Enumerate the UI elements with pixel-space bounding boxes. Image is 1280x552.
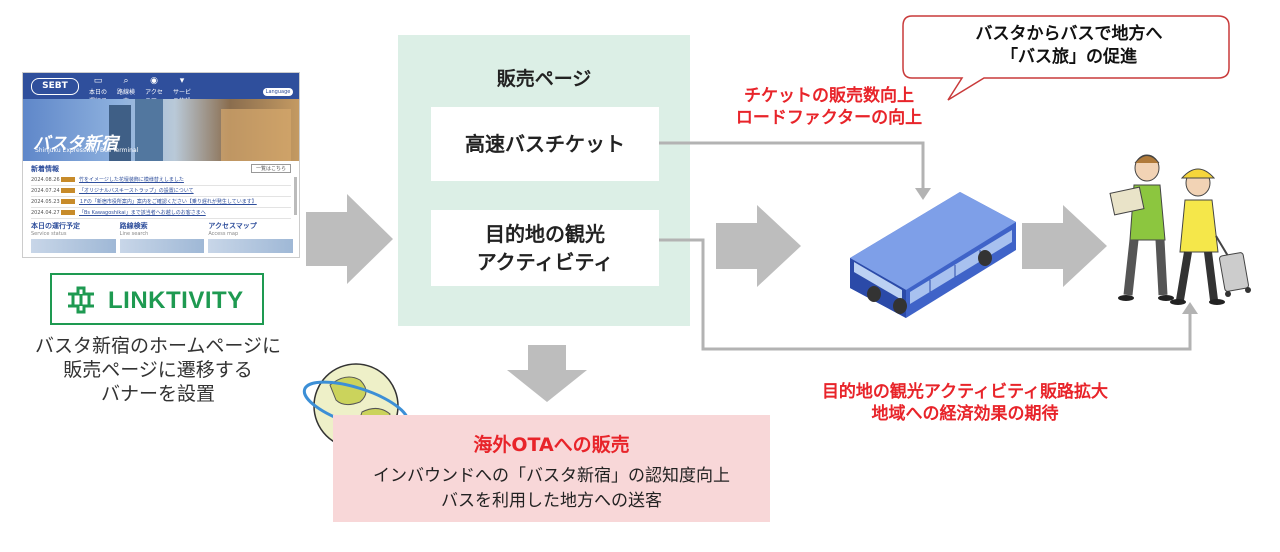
travelers-illustration xyxy=(1109,154,1251,305)
activity-to-people-arrowhead xyxy=(1182,302,1198,314)
activity-to-people-line xyxy=(659,238,1192,351)
overseas-ota-box xyxy=(333,415,770,522)
sales-page-title: 販売ページ xyxy=(496,68,592,90)
ticket-to-bus-arrowhead xyxy=(915,188,931,200)
pin-icon: ◉ xyxy=(150,76,158,86)
site-news-more: 一覧はこちら xyxy=(250,164,291,173)
overseas-ota-title: 海外OTAへの販売 xyxy=(473,434,630,456)
overseas-ota-line: インバウンドへの「バスタ新宿」の認知度向上 xyxy=(373,466,730,486)
bus-illustration xyxy=(850,192,1016,318)
list-item: 2024.07.24「オリジナルバスキーストラップ」の設置について xyxy=(31,186,291,197)
overseas-ota-line: バスを利用した地方への送客 xyxy=(441,491,662,511)
site-hero-title: バスタ新宿 xyxy=(33,134,118,154)
site-hero-image: バスタ新宿 Shinjuku Expressway Bus Terminal xyxy=(23,99,299,161)
list-item: 2024.04.27「Bs Kawagoshikai」まで該当者へお越しのお客さ… xyxy=(31,208,291,219)
arrow-down xyxy=(507,345,587,402)
arrow-right-2 xyxy=(716,205,801,287)
banner-description: バスタ新宿のホームページに 販売ページに遷移する バナーを設置 xyxy=(34,335,282,405)
site-logo: SEBT xyxy=(31,78,79,95)
linktivity-logo-icon xyxy=(68,286,94,314)
site-scrollbar xyxy=(294,177,297,215)
service-icon: ▾ xyxy=(179,76,185,86)
speech-bubble xyxy=(902,15,1230,101)
bubble-text: バスタからバスで地方へ 「バス旅」の促進 xyxy=(975,24,1163,67)
highway-bus-ticket-box: 高速バスチケット xyxy=(431,107,659,181)
ticket-to-bus-line xyxy=(659,141,925,190)
arrow-right-3 xyxy=(1022,205,1107,287)
arrow-right-1 xyxy=(306,194,393,284)
site-hero-subtitle: Shinjuku Expressway Bus Terminal xyxy=(35,147,139,154)
ticket-sales-benefit: チケットの販売数向上 ロードファクターの向上 xyxy=(735,86,923,128)
bustashinjuku-website-screenshot: SEBT ▭本日の運行予定 ⌕路線検索 ◉アクセスマップ ▾サービス施設案内 L… xyxy=(22,72,300,258)
activity-sales-benefit: 目的地の観光アクティビティ販路拡大 地域への経済効果の期待 xyxy=(821,382,1109,424)
search-icon: ⌕ xyxy=(123,76,129,86)
activity-box: 目的地の観光 アクティビティ xyxy=(431,210,659,286)
linktivity-logo-text: LINKTIVITY xyxy=(108,287,244,314)
site-news-title: 新着情報 xyxy=(31,165,59,173)
bus-icon: ▭ xyxy=(93,76,103,86)
linktivity-logo: LINKTIVITY xyxy=(50,273,264,325)
site-language-button: Language xyxy=(263,88,293,96)
